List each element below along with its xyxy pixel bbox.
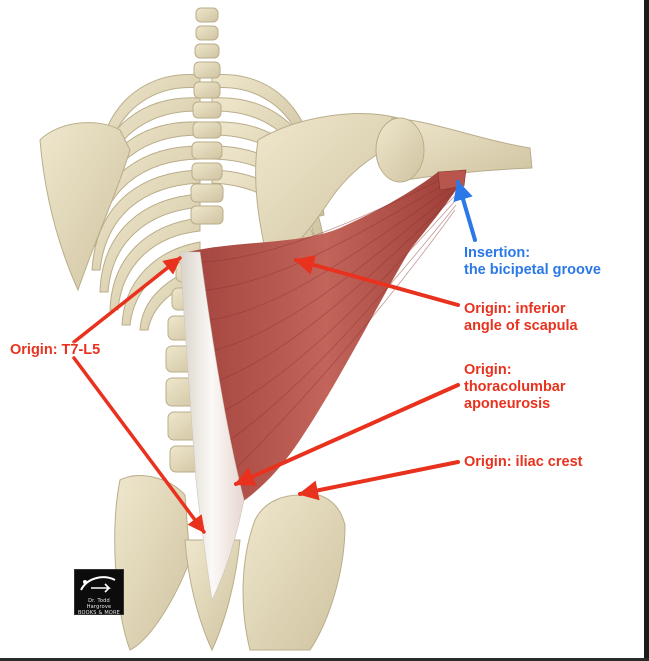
scapula-right [255,113,406,263]
label-origin-t7-l5: Origin: T7-L5 [10,342,101,358]
scapula-left [39,122,131,292]
label-origin-iliac-crest: Origin: iliac crest [464,454,583,470]
arrow-t7 [72,256,182,344]
pointer-arrows [72,180,477,534]
arrow-inferior-angle [294,255,460,307]
arrow-thoracolumbar [234,383,460,486]
logo-swoosh-icon [80,576,116,593]
thoracolumbar-aponeurosis [179,251,245,602]
ribs-left [87,73,201,331]
arrow-insertion [453,180,477,242]
publisher-logo: Dr. Todd Hargrove BOOKS & MORE [74,569,124,616]
arrow-l5 [72,356,206,534]
latissimus-dorsi [179,169,467,602]
pelvis-right [242,493,346,651]
label-origin-thoracolumbar: Origin: thoracolumbar aponeurosis [464,362,566,412]
pelvis-left [114,475,191,651]
label-insertion: Insertion: the bicipetal groove [464,245,601,278]
label-origin-inferior-angle: Origin: inferior angle of scapula [464,301,578,334]
frame-right-edge [644,0,649,661]
frame-bottom-edge [0,658,649,661]
logo-text: Dr. Todd Hargrove BOOKS & MORE [77,598,121,616]
arrow-iliac-crest [298,460,460,501]
skeleton [39,7,533,652]
